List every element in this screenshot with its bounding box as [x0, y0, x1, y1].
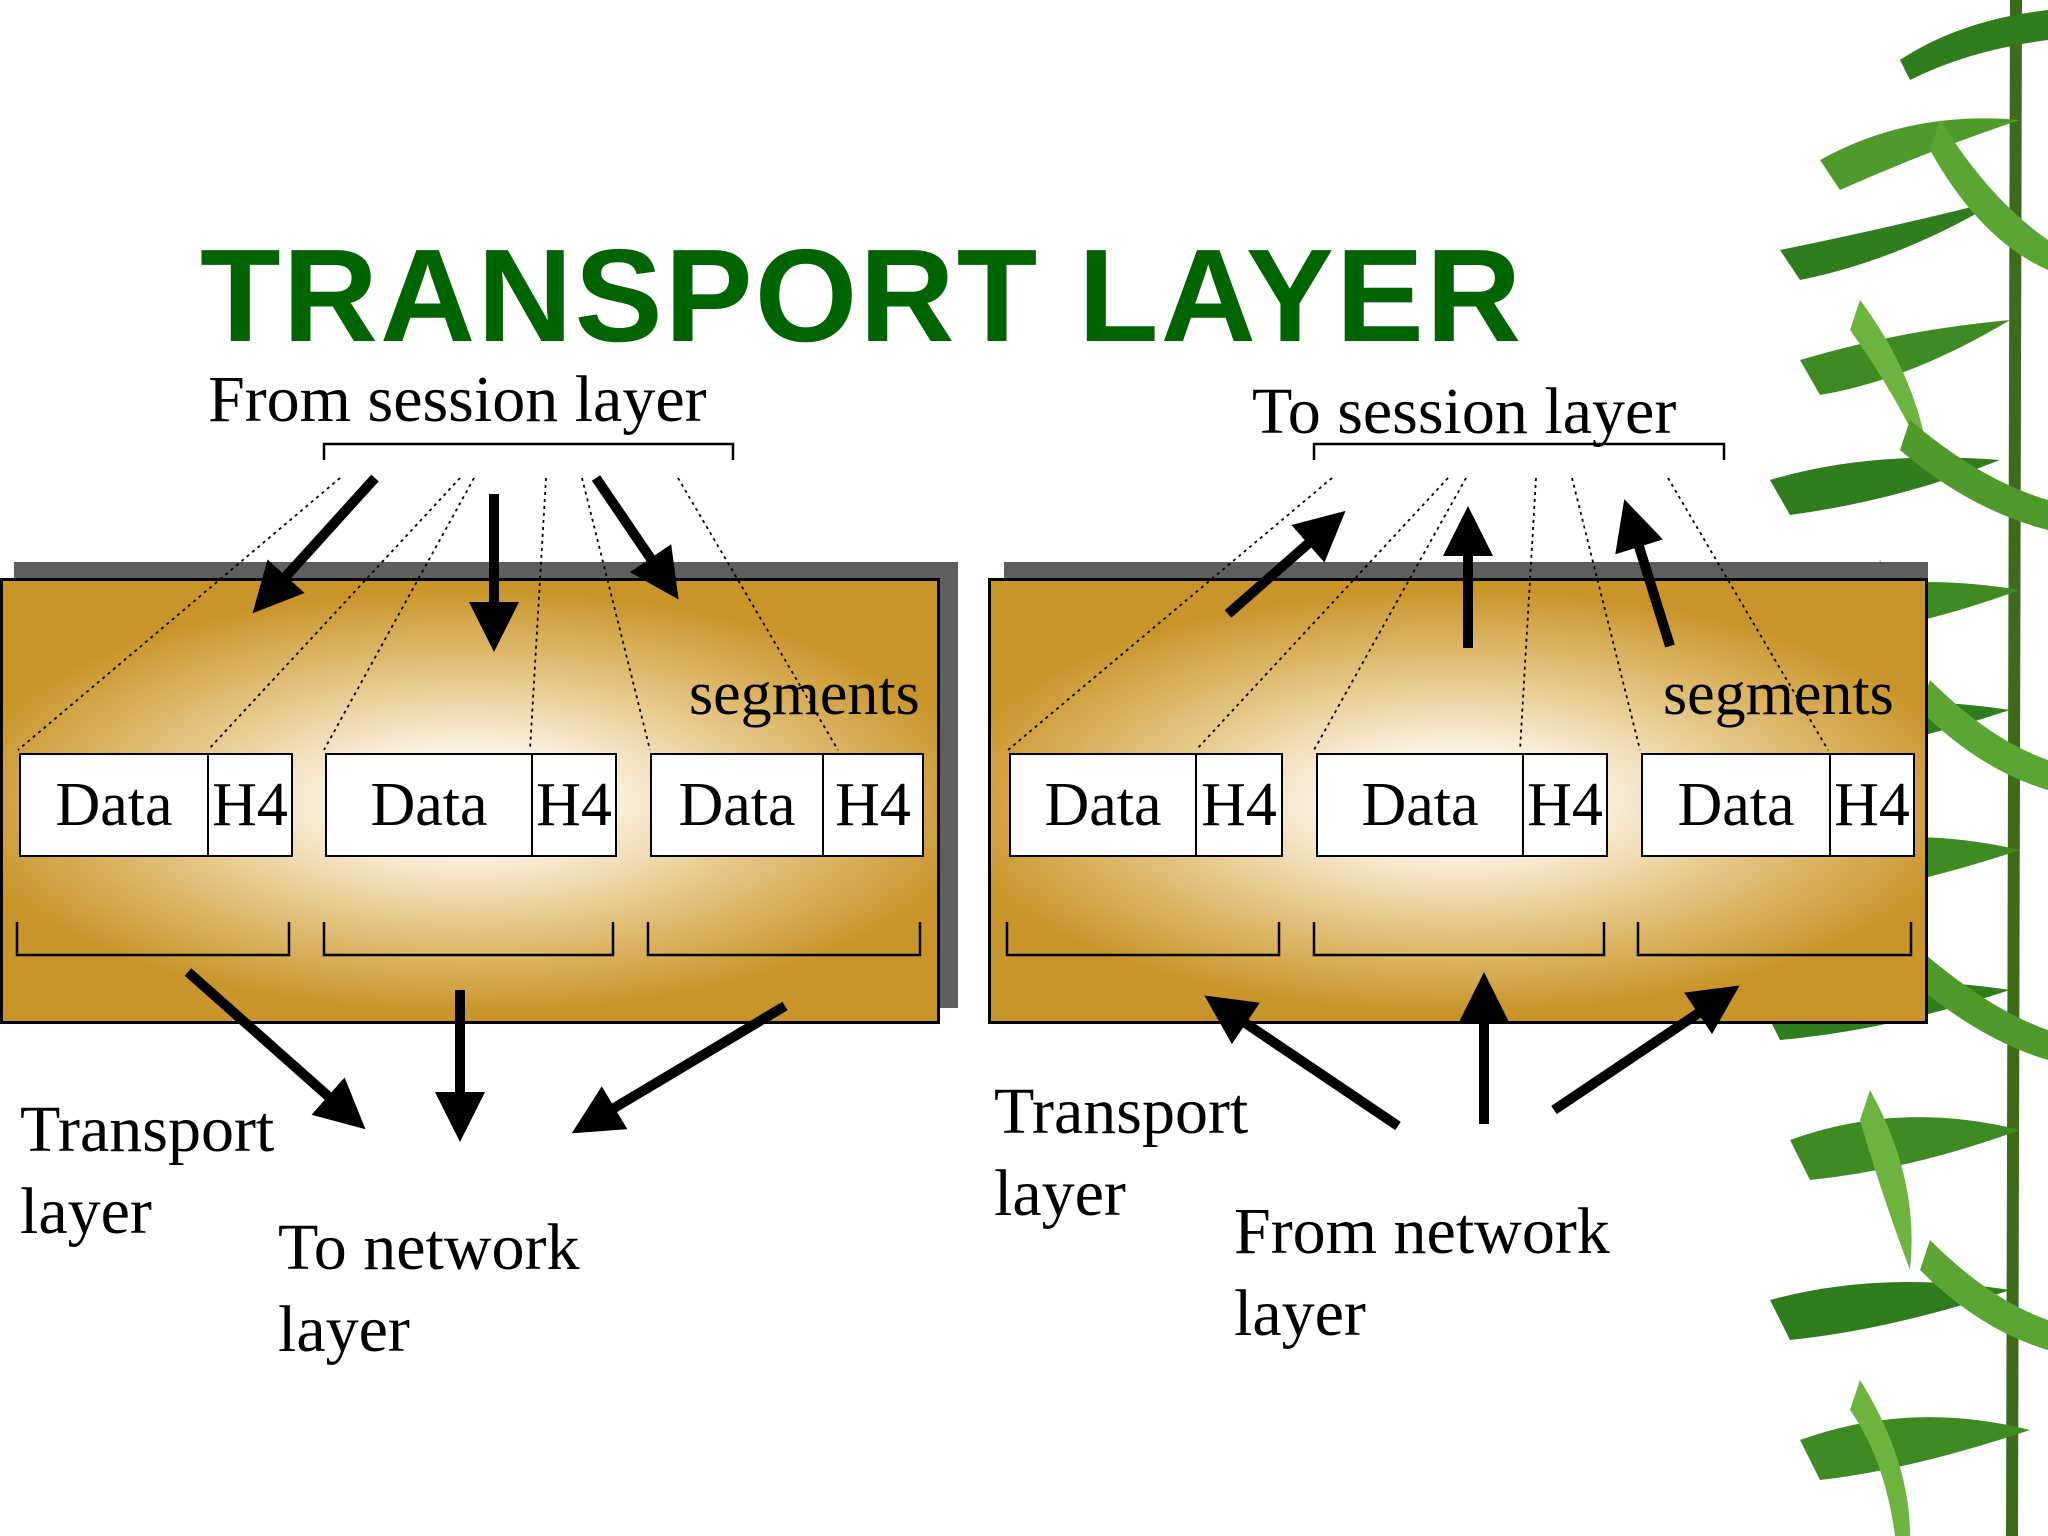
right-segment-1-data: Data	[1009, 753, 1197, 857]
left-segment-3-data: Data	[650, 753, 824, 857]
left-layer-label-line2: layer	[20, 1175, 152, 1248]
right-segment-2-data: Data	[1316, 753, 1524, 857]
left-top-label: From session layer	[208, 363, 707, 436]
right-bottom-label-line1: From network	[1234, 1195, 1610, 1268]
left-layer-label-line1: Transport	[20, 1093, 275, 1166]
left-transport-panel: segments Data H4 Data H4 Data H4	[0, 578, 940, 1024]
slide-title: TRANSPORT LAYER	[200, 222, 1524, 369]
left-segments-label: segments	[689, 660, 920, 728]
left-segment-2-data: Data	[325, 753, 533, 857]
right-segments-label: segments	[1663, 660, 1894, 728]
left-bottom-label-line1: To network	[278, 1211, 580, 1284]
left-segment-1-data: Data	[19, 753, 209, 857]
right-segment-1-header: H4	[1195, 753, 1283, 857]
right-segment-3-data: Data	[1641, 753, 1831, 857]
left-segment-3-header: H4	[822, 753, 924, 857]
right-top-bracket	[1312, 442, 1726, 460]
left-segment-2-header: H4	[531, 753, 617, 857]
left-bottom-label-line2: layer	[278, 1293, 410, 1366]
bamboo-decoration	[1760, 0, 2048, 1536]
right-layer-label-line1: Transport	[994, 1075, 1249, 1148]
left-top-bracket	[322, 442, 735, 460]
left-segment-1-header: H4	[207, 753, 293, 857]
right-bottom-label-line2: layer	[1234, 1277, 1366, 1350]
right-transport-panel: segments Data H4 Data H4 Data H4	[988, 578, 1928, 1024]
right-top-label: To session layer	[1252, 375, 1677, 448]
right-segment-2-header: H4	[1522, 753, 1608, 857]
right-layer-label-line2: layer	[994, 1157, 1126, 1230]
right-segment-3-header: H4	[1829, 753, 1915, 857]
